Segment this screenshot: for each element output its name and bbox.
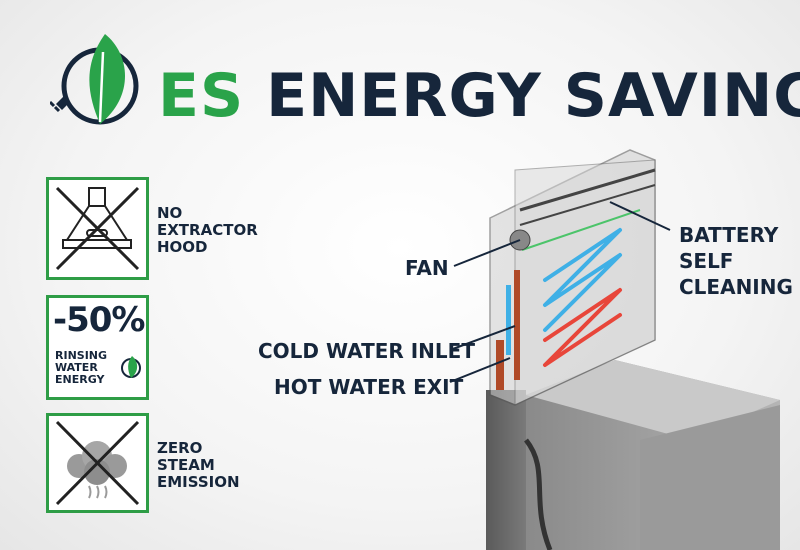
callout-battery-self-cleaning: BATTERY SELF CLEANING — [679, 223, 793, 299]
callout-fan: FAN — [405, 256, 449, 280]
dishwasher-illustration — [486, 149, 780, 550]
feature-zero-steam — [46, 413, 149, 513]
title-prefix: ES — [158, 61, 245, 131]
rinsing-sub-label: RINSING WATER ENERGY — [55, 349, 108, 386]
feature-label-zero-steam: ZERO STEAM EMISSION — [157, 439, 240, 491]
crossed-steam-cloud-icon — [55, 420, 140, 506]
leaf-plug-small-icon — [121, 356, 141, 378]
rinsing-percent: -50% — [53, 300, 145, 340]
feature-label-no-extractor-hood: NO EXTRACTOR HOOD — [157, 204, 258, 256]
feature-no-extractor-hood — [46, 177, 149, 280]
page-title: ES ENERGY SAVING — [158, 66, 800, 126]
title-rest: ENERGY SAVING — [266, 61, 800, 131]
callout-leader-lines — [449, 201, 671, 383]
callout-cold-water-inlet: COLD WATER INLET — [258, 339, 475, 363]
callout-hot-water-exit: HOT WATER EXIT — [274, 375, 464, 399]
leaf-plug-logo-icon — [50, 34, 139, 125]
feature-rinsing-water-energy: -50% RINSING WATER ENERGY — [46, 295, 149, 400]
crossed-extractor-hood-icon — [55, 186, 140, 271]
